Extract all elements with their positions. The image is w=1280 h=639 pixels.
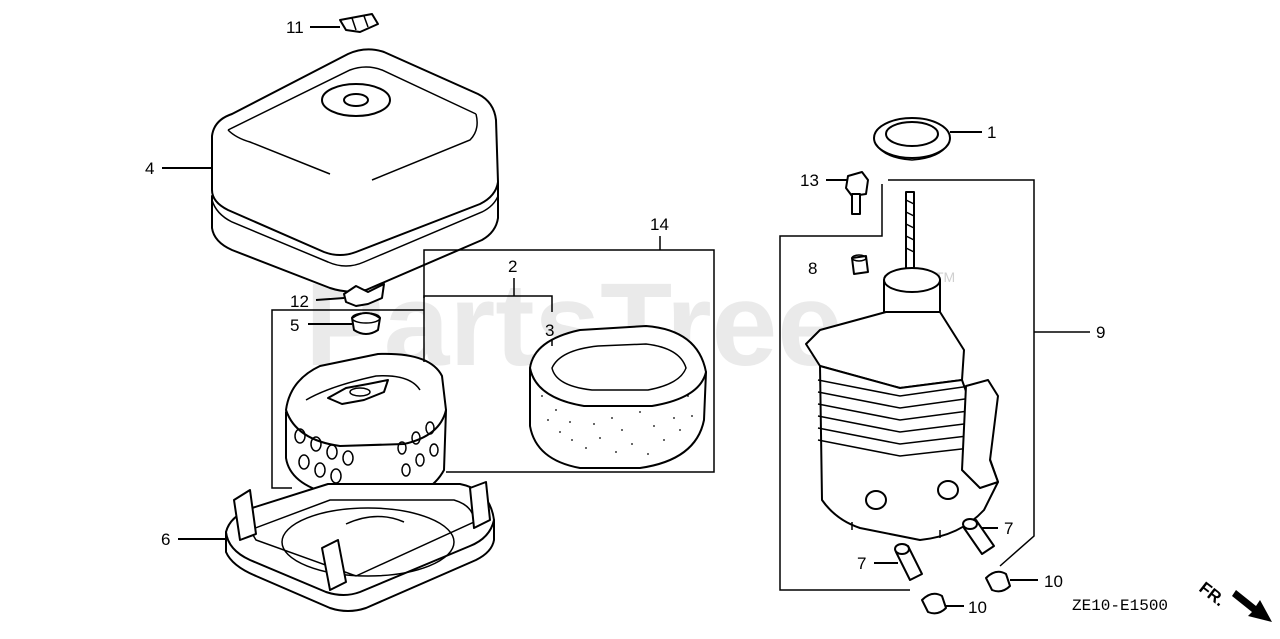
leader-2 xyxy=(423,295,553,362)
part-1-gasket[interactable] xyxy=(873,117,951,161)
part-13-bolt[interactable] xyxy=(845,171,869,215)
part-10-cap-right[interactable] xyxy=(985,570,1011,593)
part-3-foam-filter[interactable] xyxy=(529,325,707,469)
assembly-14-bracket xyxy=(271,236,715,489)
part-9-elbow-case[interactable] xyxy=(805,191,999,541)
part-2-paper-filter-element[interactable] xyxy=(285,352,447,501)
callout-10b: 10 xyxy=(968,598,987,617)
callout-7a: 7 xyxy=(1004,519,1013,538)
part-11-clip[interactable] xyxy=(339,13,379,33)
callout-13: 13 xyxy=(800,171,819,190)
part-7-tube-upper[interactable] xyxy=(962,518,995,555)
part-5-grommet[interactable] xyxy=(351,312,381,335)
callout-6: 6 xyxy=(161,530,170,549)
callout-3: 3 xyxy=(545,321,554,340)
callout-9: 9 xyxy=(1096,323,1105,342)
part-7-tube-lower[interactable] xyxy=(894,543,923,581)
callout-5: 5 xyxy=(290,316,299,335)
arrow-icon xyxy=(1232,590,1272,622)
diagram-code: ZE10-E1500 xyxy=(1072,597,1168,615)
callout-11: 11 xyxy=(286,18,304,37)
callout-8: 8 xyxy=(808,259,817,278)
part-6-air-cleaner-base[interactable] xyxy=(225,481,495,612)
part-12-wing-nut[interactable] xyxy=(343,283,385,307)
callout-10a: 10 xyxy=(1044,572,1063,591)
callout-4: 4 xyxy=(145,159,154,178)
callout-2: 2 xyxy=(508,257,517,276)
cooling-fins xyxy=(817,379,989,457)
part-10-cap-left[interactable] xyxy=(921,592,947,615)
part-4-air-cleaner-cover[interactable] xyxy=(211,48,499,293)
filter-perforations xyxy=(294,421,439,484)
part-8-nut[interactable] xyxy=(851,254,869,275)
leader-12 xyxy=(315,297,345,301)
callout-1: 1 xyxy=(987,123,996,142)
callout-12: 12 xyxy=(290,292,309,311)
assembly-9-bracket xyxy=(779,179,1090,591)
callout-14: 14 xyxy=(650,215,669,234)
foam-texture xyxy=(541,395,693,455)
callout-7b: 7 xyxy=(857,554,866,573)
front-direction-arrow: FR. xyxy=(1196,578,1272,622)
front-label: FR. xyxy=(1196,578,1229,610)
